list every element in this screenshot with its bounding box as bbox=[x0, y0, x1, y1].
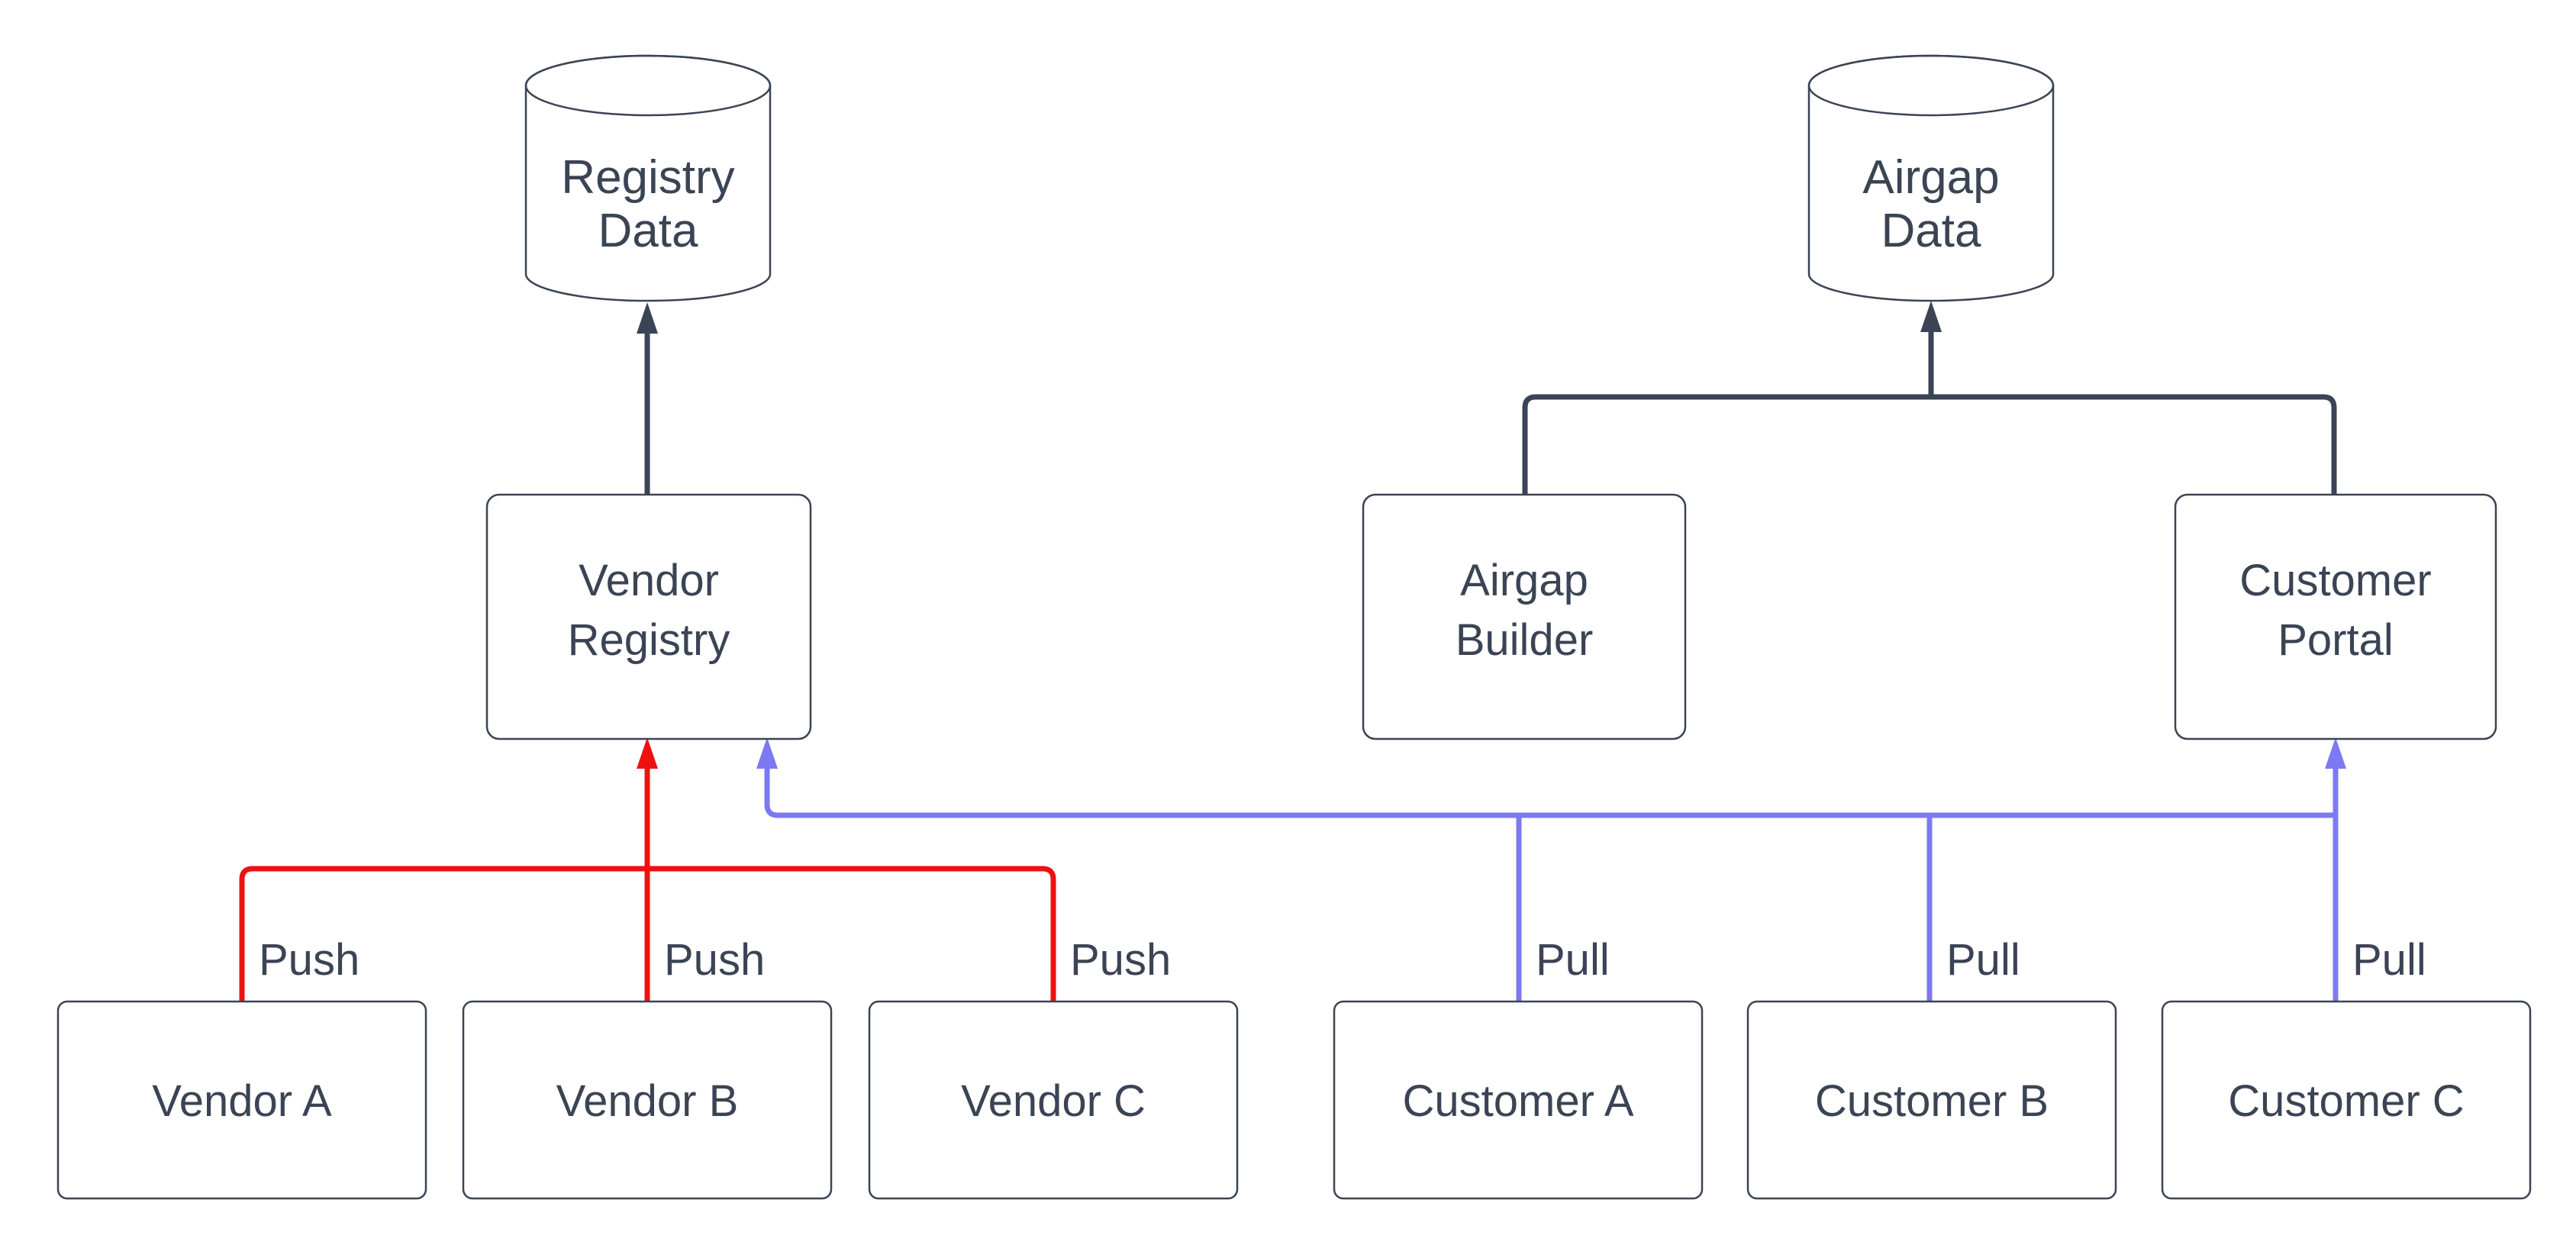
cylinder-registry-data-rim bbox=[524, 54, 772, 117]
edge-label-push-b: Push bbox=[664, 935, 765, 985]
customer-c-box bbox=[2161, 1000, 2532, 1200]
default-edges bbox=[637, 301, 2337, 495]
vendor-registry-label-line1: Vendor bbox=[579, 556, 719, 605]
node-customer-portal: Customer Portal bbox=[2174, 493, 2497, 740]
vendor-a-box bbox=[56, 1000, 427, 1200]
vendor-c-box bbox=[868, 1000, 1239, 1200]
airgap-builder-label-line1: Airgap bbox=[1460, 556, 1588, 605]
customer-portal-box bbox=[2174, 493, 2497, 740]
push-edges bbox=[239, 737, 1056, 1002]
airgap-builder-label-line2: Builder bbox=[1456, 615, 1594, 665]
edge-labels: Push Push Push Pull Pull Pull bbox=[259, 935, 2426, 985]
node-vendor-b: Vendor B bbox=[462, 1000, 833, 1200]
edge-pull-trunk bbox=[764, 768, 2336, 818]
node-vendor-a: Vendor A bbox=[56, 1000, 427, 1200]
airgap-builder-box bbox=[1362, 493, 1687, 740]
vendor-registry-box bbox=[485, 493, 812, 740]
edge-label-push-c: Push bbox=[1070, 935, 1171, 985]
arrowhead-airgap-data bbox=[1920, 301, 1942, 332]
customer-portal-label-line2: Portal bbox=[2278, 615, 2394, 665]
arrowhead-customer-portal-pull bbox=[2325, 737, 2346, 769]
node-vendor-registry: Vendor Registry bbox=[485, 493, 812, 740]
arrowhead-registry-data bbox=[637, 302, 658, 334]
airgap-data-label-line1: Airgap bbox=[1862, 151, 1999, 204]
customer-a-box bbox=[1333, 1000, 1704, 1200]
edge-builder-portal-trunk bbox=[1522, 394, 2337, 495]
node-customer-b: Customer B bbox=[1746, 1000, 2117, 1200]
edge-label-push-a: Push bbox=[259, 935, 359, 985]
registry-data-label-line2: Data bbox=[598, 205, 698, 257]
pull-edges bbox=[756, 737, 2346, 1002]
cylinder-airgap-data-rim bbox=[1807, 54, 2055, 117]
vendor-a-label: Vendor A bbox=[152, 1076, 332, 1126]
customer-b-box bbox=[1746, 1000, 2117, 1200]
vendor-b-label: Vendor B bbox=[556, 1076, 739, 1126]
customer-a-label: Customer A bbox=[1403, 1076, 1634, 1126]
arrowhead-vendor-registry-pull bbox=[756, 737, 778, 769]
customer-b-label: Customer B bbox=[1815, 1076, 2049, 1126]
node-vendor-c: Vendor C bbox=[868, 1000, 1239, 1200]
vendor-registry-label-line2: Registry bbox=[568, 615, 730, 665]
datastore-registry-data: Registry Data bbox=[524, 54, 772, 302]
datastore-airgap-data: Airgap Data bbox=[1807, 54, 2055, 302]
vendor-c-label: Vendor C bbox=[961, 1076, 1146, 1126]
edge-label-pull-b: Pull bbox=[1946, 935, 2020, 985]
arrowhead-vendor-registry-push bbox=[637, 737, 658, 769]
airgap-data-label-line2: Data bbox=[1881, 205, 1981, 257]
node-customer-a: Customer A bbox=[1333, 1000, 1704, 1200]
registry-data-label-line1: Registry bbox=[561, 151, 734, 204]
customer-c-label: Customer C bbox=[2228, 1076, 2464, 1126]
vendor-b-box bbox=[462, 1000, 833, 1200]
node-airgap-builder: Airgap Builder bbox=[1362, 493, 1687, 740]
node-customer-c: Customer C bbox=[2161, 1000, 2532, 1200]
customer-portal-label-line1: Customer bbox=[2239, 556, 2431, 605]
edge-label-pull-a: Pull bbox=[1536, 935, 1610, 985]
edge-label-pull-c: Pull bbox=[2352, 935, 2426, 985]
